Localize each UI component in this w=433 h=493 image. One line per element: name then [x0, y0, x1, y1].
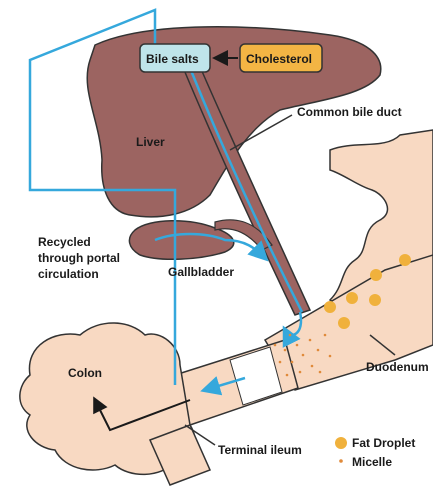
legend-fat-droplet-swatch	[335, 437, 347, 449]
legend-micelle-label: Micelle	[352, 455, 392, 469]
fat-droplet	[399, 254, 411, 266]
fat-droplet	[324, 301, 336, 313]
fat-droplet	[369, 294, 381, 306]
liver-label: Liver	[136, 135, 165, 149]
legend-micelle-swatch	[339, 459, 343, 463]
common-bile-duct-label: Common bile duct	[297, 105, 402, 119]
bile-salts-label: Bile salts	[146, 52, 199, 66]
colon-label: Colon	[68, 366, 102, 380]
liver-shape	[87, 27, 381, 217]
gallbladder-label: Gallbladder	[168, 265, 234, 279]
recycled-label-line1: Recycled	[38, 235, 91, 249]
duodenum-label: Duodenum	[366, 360, 429, 374]
terminal-ileum-label: Terminal ileum	[218, 443, 302, 457]
legend-fat-droplet-label: Fat Droplet	[352, 436, 415, 450]
fat-droplet	[370, 269, 382, 281]
fat-droplet	[346, 292, 358, 304]
recycled-label-line3: circulation	[38, 267, 99, 281]
recycled-label-line2: through portal	[38, 251, 120, 265]
fat-droplet	[338, 317, 350, 329]
cholesterol-label: Cholesterol	[246, 52, 312, 66]
